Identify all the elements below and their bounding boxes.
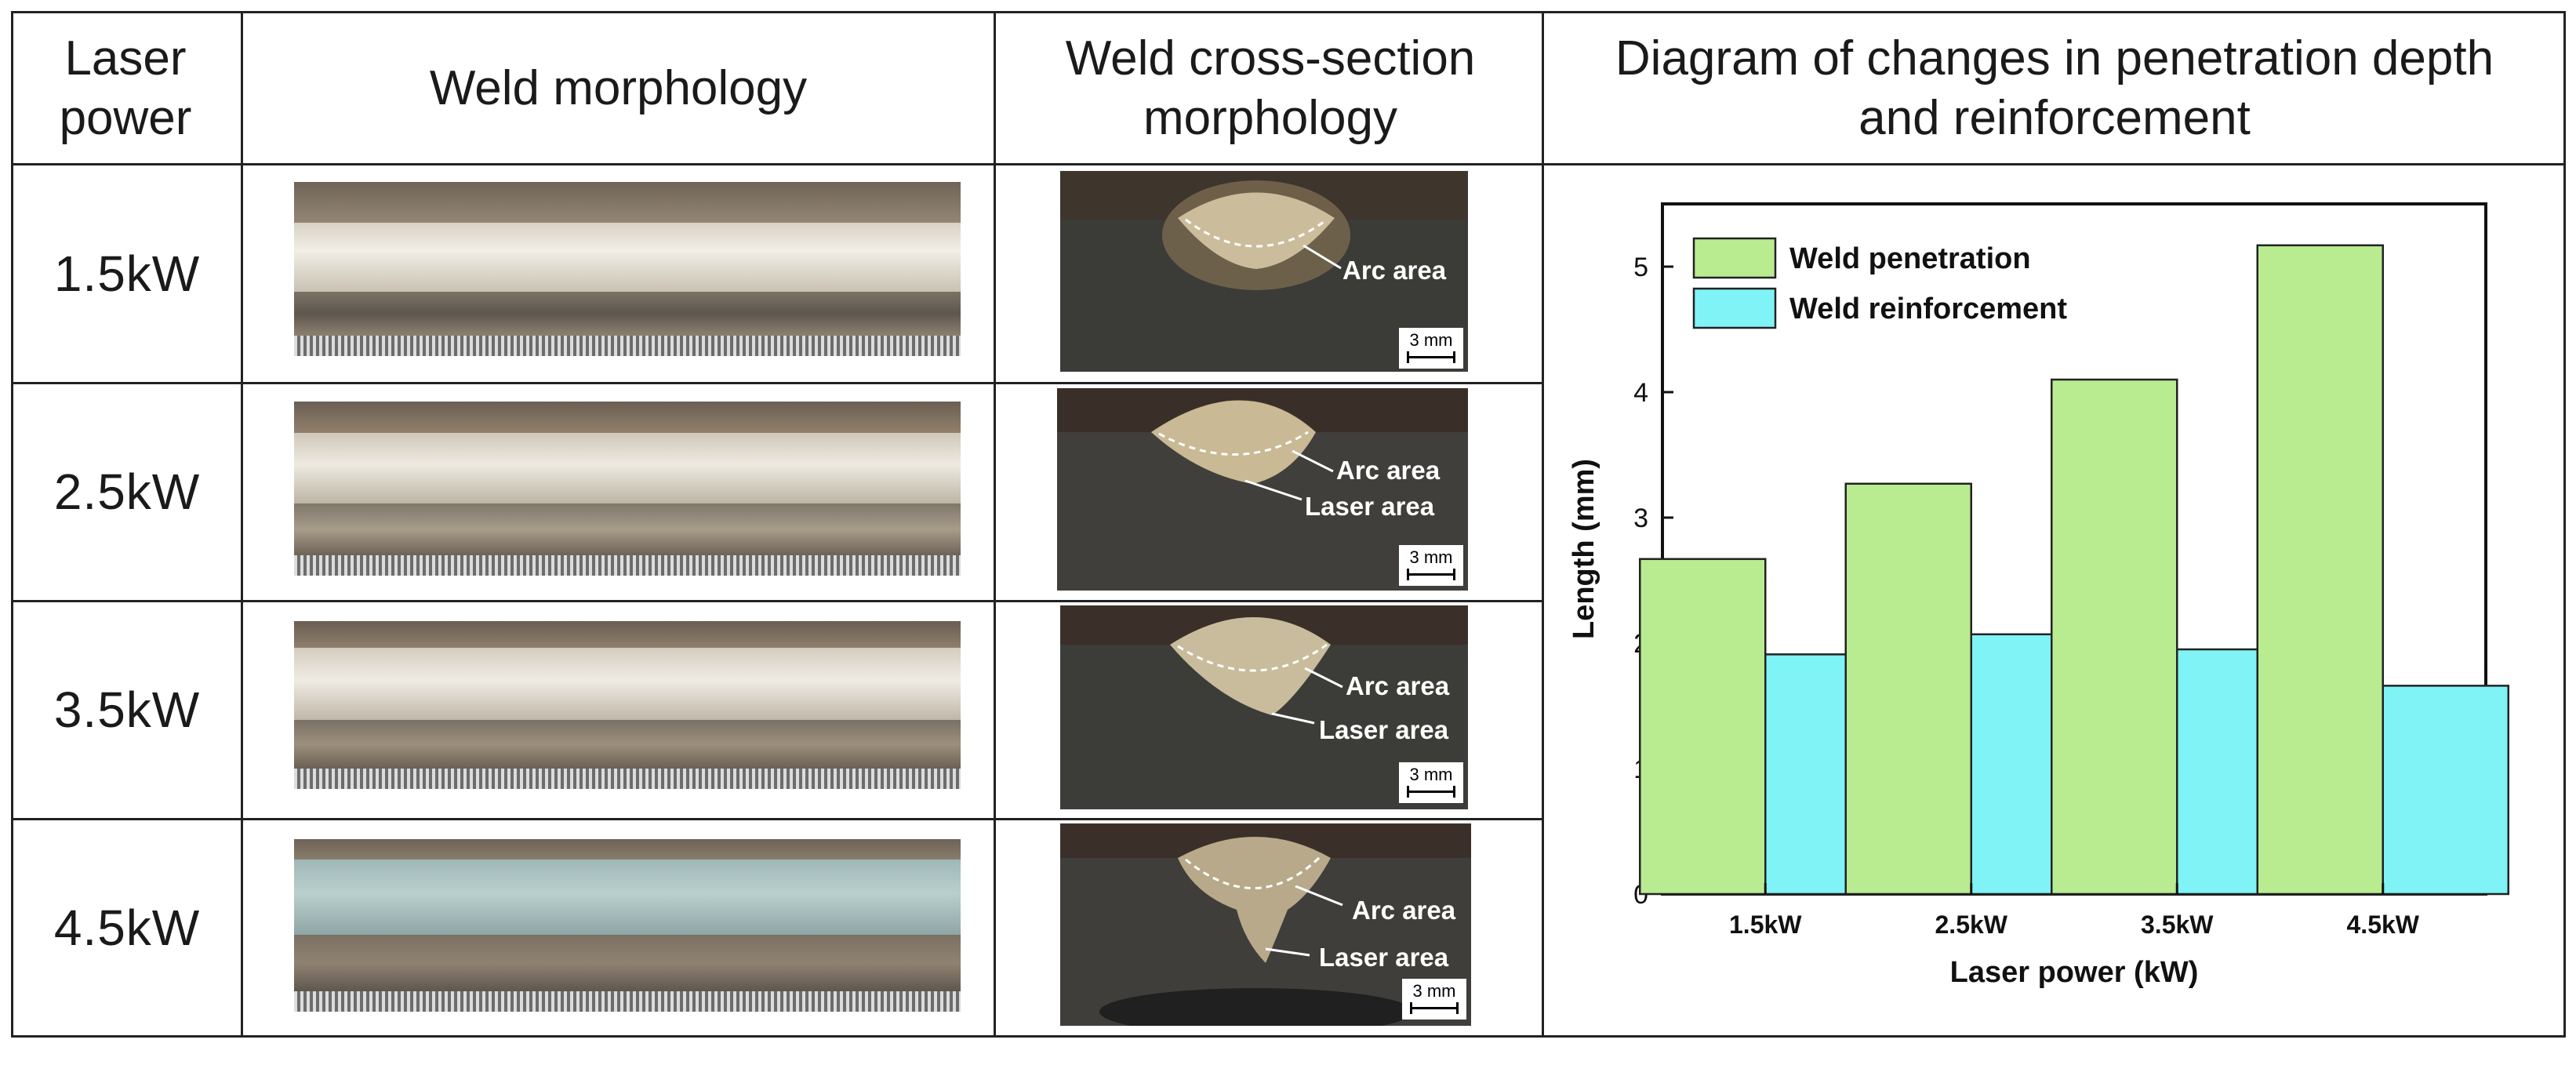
column-divider [241,11,243,1038]
column-divider [1542,11,1544,1038]
bar [2051,378,2178,896]
header-divider [11,163,2566,165]
bar [1844,482,1972,896]
scale-bar: 3 mm [1399,762,1463,803]
row-power-label: 3.5kW [53,682,201,739]
table-bottom-border [11,1035,2566,1038]
laser-area-label: Laser area [1319,943,1449,972]
x-tick-label: 4.5kW [2347,911,2420,939]
table-top-border [11,11,2566,13]
cross-section-micrograph: Arc area Laser area 3 mm [1060,605,1468,809]
y-axis-title: Length (mm) [1568,459,1600,639]
arc-area-label: Arc area [1336,456,1441,485]
table-right-border [2563,11,2566,1038]
x-tick-label: 2.5kW [1935,911,2008,939]
weld-photo [294,621,961,789]
y-tick-label: 3 [1633,503,1648,533]
scale-bar: 3 mm [1402,979,1466,1020]
row-divider [11,600,1544,602]
header-laser-power: Laser power [59,31,192,145]
scale-label: 3 mm [1409,330,1453,350]
row-power-label: 1.5kW [53,245,201,302]
arc-area-label: Arc area [1352,896,1456,925]
scale-bar: 3 mm [1399,545,1463,586]
scale-label: 3 mm [1412,981,1456,1001]
cross-section-micrograph: Arc area Laser area 3 mm [1060,823,1471,1026]
laser-area-label: Laser area [1305,492,1435,521]
header-weld-morphology: Weld morphology [429,61,808,116]
weld-photo [294,182,961,356]
arc-area-label: Arc area [1342,256,1447,285]
bar [2256,244,2384,896]
x-axis-title: Laser power (kW) [1950,956,2199,989]
cross-section-micrograph: Arc area 3 mm [1060,171,1468,372]
legend-swatch [1692,237,1777,279]
legend-label: Weld reinforcement [1789,293,2067,325]
header-cross-section: Weld cross-section morphology [1065,31,1476,145]
scale-label: 3 mm [1409,765,1453,784]
row-divider [11,818,1544,820]
legend-swatch [1692,287,1777,329]
arc-area-label: Arc area [1346,671,1450,700]
y-tick-label: 5 [1633,253,1648,282]
bar [1639,558,1767,896]
legend-label: Weld penetration [1789,242,2031,275]
x-tick-label: 3.5kW [2141,911,2214,939]
table-left-border [11,11,13,1038]
weld-photo [294,402,961,576]
x-tick-label: 1.5kW [1729,911,1802,939]
column-divider [994,11,996,1038]
scale-bar: 3 mm [1399,328,1463,369]
laser-area-label: Laser area [1319,715,1449,744]
row-power-label: 2.5kW [53,463,201,521]
y-tick-label: 4 [1633,378,1648,408]
cross-section-micrograph: Arc area Laser area 3 mm [1057,388,1468,591]
header-diagram: Diagram of changes in penetration depth … [1615,31,2494,145]
bar [2382,685,2509,896]
weld-photo [294,839,961,1012]
row-power-label: 4.5kW [53,899,201,956]
row-divider [11,382,1544,384]
scale-label: 3 mm [1409,547,1453,567]
